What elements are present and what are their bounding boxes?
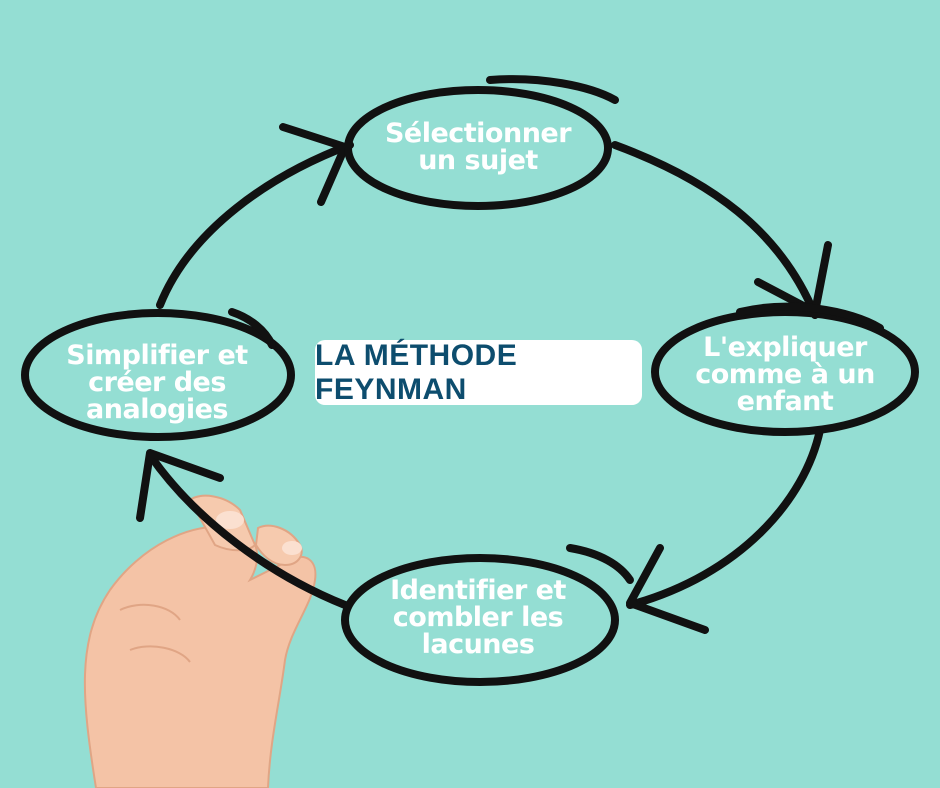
oval-right (651, 302, 919, 436)
node-label-identify-gaps: Identifier et combler les lacunes (390, 575, 566, 660)
diagram-title: LA MÉTHODE FEYNMAN (315, 338, 518, 406)
arc-top-to-right (611, 141, 819, 319)
node-label-select-topic: Sélectionner un sujet (384, 118, 572, 176)
arc-bottom-to-left (146, 451, 349, 609)
title-box: LA MÉTHODE FEYNMAN (315, 338, 642, 406)
oval-top (344, 75, 619, 210)
node-label-simplify: Simplifier et créer des analogies (66, 340, 248, 425)
hand-holding-marker-icon (83, 494, 317, 788)
oval-bottom (341, 544, 634, 686)
oval-left (21, 308, 295, 441)
arrowhead-bottom-right (626, 544, 709, 634)
arc-right-to-bottom (626, 426, 824, 609)
arc-left-to-top (156, 141, 354, 309)
node-label-explain-child: L'expliquer comme à un enfant (695, 332, 875, 417)
arrowhead-left-bottom (136, 449, 224, 522)
